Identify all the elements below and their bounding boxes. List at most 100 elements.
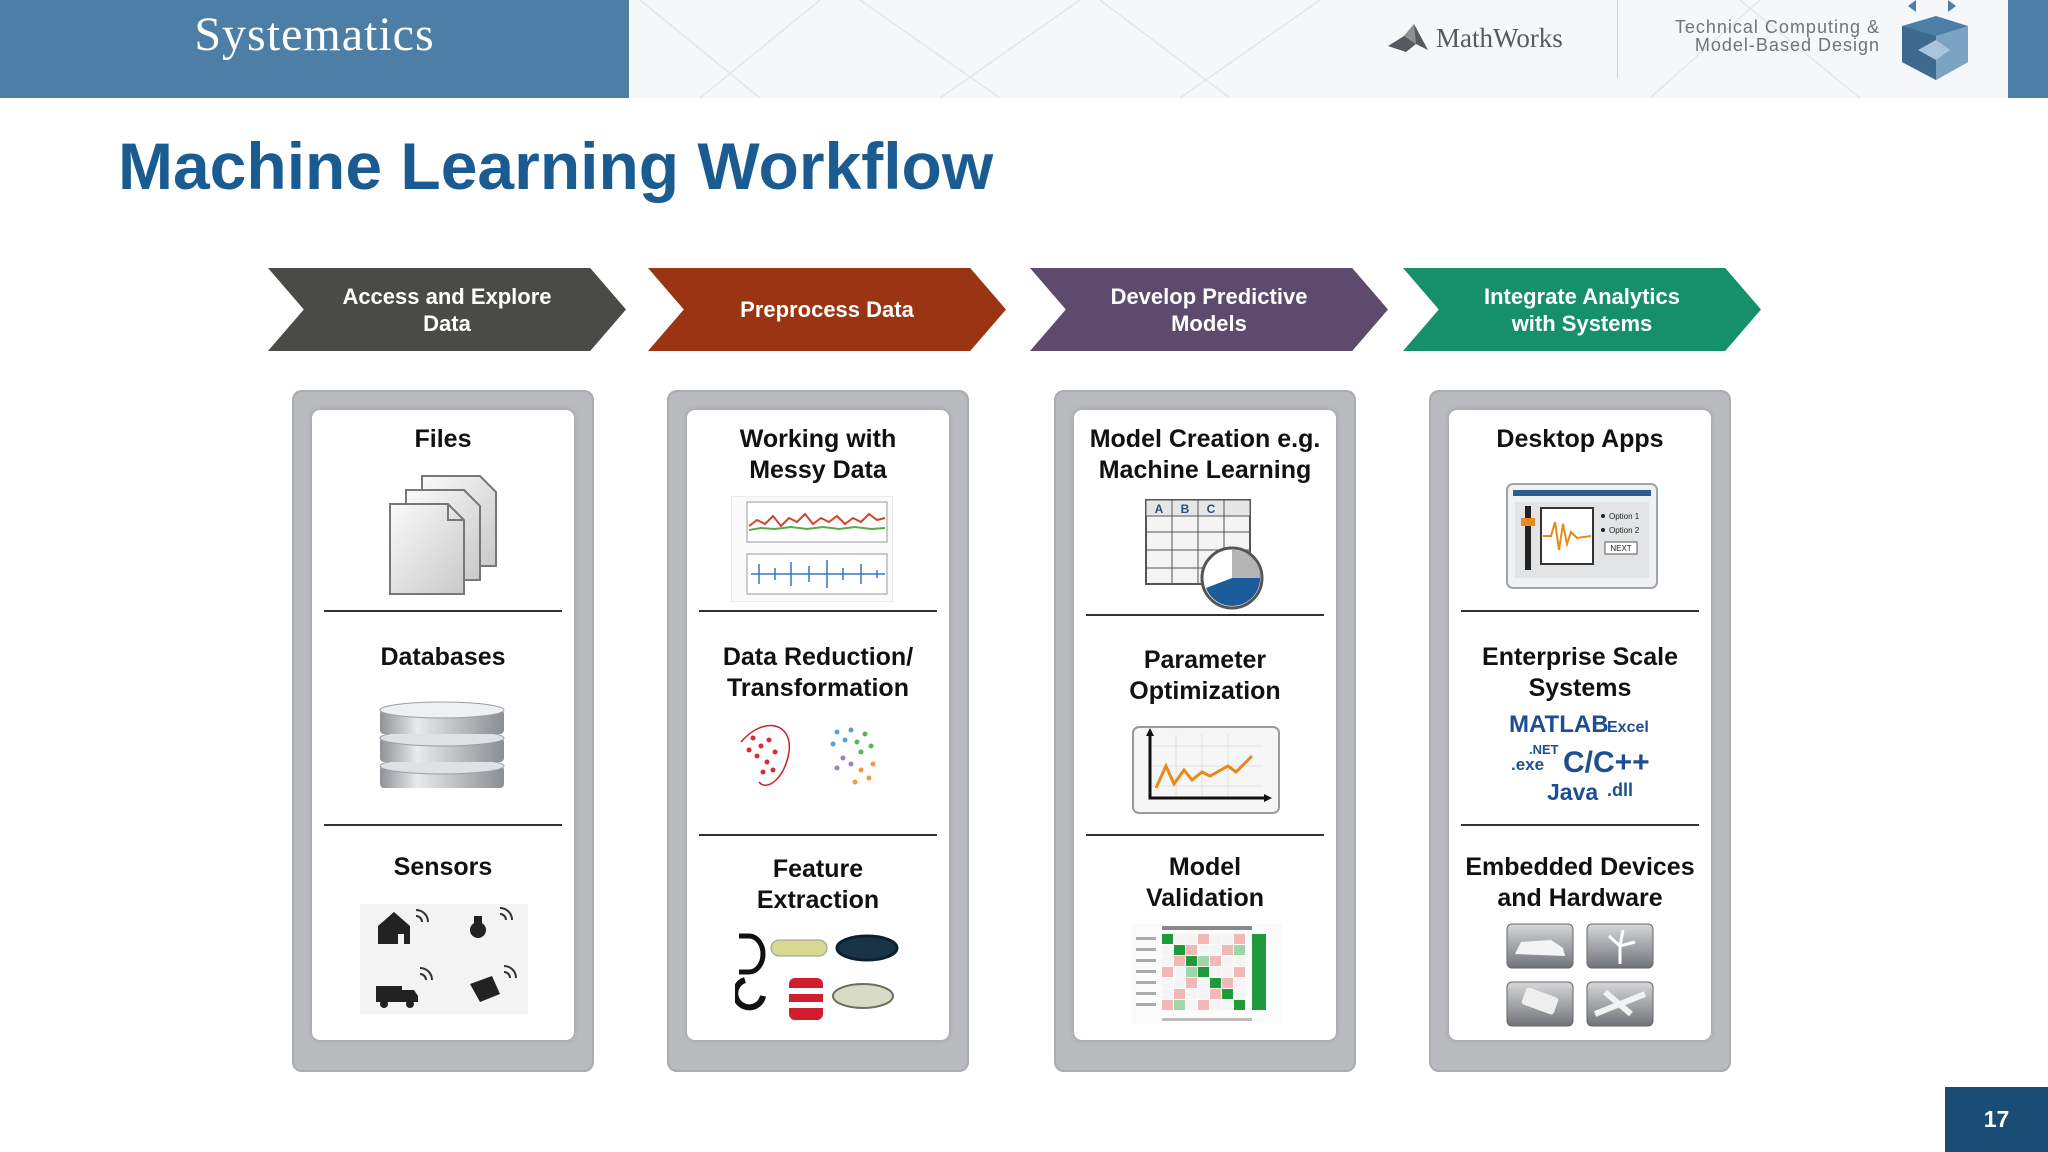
database-icon <box>379 701 505 788</box>
matrix-cell <box>1174 934 1185 944</box>
section-title-feature-extraction: Feature Extraction <box>756 855 880 914</box>
scatter-clusters-icon <box>740 724 876 786</box>
section-title-embedded: Embedded Devices and Hardware <box>1465 853 1695 912</box>
matrix-cell <box>1222 967 1233 977</box>
section-divider <box>1086 614 1324 616</box>
header-right-strip <box>2008 0 2048 98</box>
lang-cpp: C/C++ <box>1563 746 1650 779</box>
matrix-cell <box>1162 934 1173 944</box>
sensors-icon <box>360 904 528 1014</box>
column-access-explore: Files Databases Sensors <box>292 390 594 1072</box>
brand-block: Systematics <box>0 0 629 98</box>
app-option-2: Option 2 <box>1609 526 1640 535</box>
matrix-cell <box>1234 945 1245 955</box>
tagline: Technical Computing & Model-Based Design <box>1640 18 1880 54</box>
column-card: Model Creation e.g. Machine Learning A B… <box>1074 410 1336 1040</box>
matrix-cell <box>1210 1000 1221 1010</box>
matrix-cell <box>1210 934 1221 944</box>
matrix-cell <box>1198 934 1209 944</box>
table-header-a: A <box>1155 502 1164 516</box>
matrix-cell <box>1222 934 1233 944</box>
matrix-cell <box>1162 967 1173 977</box>
matrix-row-label <box>1136 992 1156 995</box>
step-label: Integrate Analytics with Systems <box>1483 283 1681 336</box>
step-access-explore: Access and Explore Data <box>268 268 626 351</box>
matrix-cell <box>1186 934 1197 944</box>
matrix-cell <box>1198 978 1209 988</box>
matrix-cell <box>1198 967 1209 977</box>
table-header-b: B <box>1181 502 1190 516</box>
column-develop-models: Model Creation e.g. Machine Learning A B… <box>1054 390 1356 1072</box>
brand-name: Systematics <box>194 7 435 61</box>
section-title-enterprise: Enterprise Scale Systems <box>1482 643 1678 702</box>
matrix-row-label <box>1136 948 1156 951</box>
header-bar: Systematics MathWorks Technical Computin… <box>0 0 2048 98</box>
lang-dll: .dll <box>1607 780 1633 800</box>
matrix-cell <box>1234 934 1245 944</box>
matrix-cell <box>1234 978 1245 988</box>
matrix-cell <box>1186 967 1197 977</box>
files-icon <box>389 475 497 595</box>
section-title-files: Files <box>414 425 472 453</box>
matrix-cell <box>1162 945 1173 955</box>
matrix-row-label <box>1136 1003 1156 1006</box>
section-divider <box>324 610 562 612</box>
section-title-desktop-apps: Desktop Apps <box>1496 425 1664 453</box>
matrix-cell <box>1198 956 1209 966</box>
app-option-1: Option 1 <box>1609 512 1640 521</box>
confusion-matrix-icon <box>1132 924 1282 1024</box>
matrix-cell <box>1222 978 1233 988</box>
lang-net: .NET <box>1529 742 1559 757</box>
matrix-cell <box>1162 1000 1173 1010</box>
section-divider <box>699 834 937 836</box>
matrix-cell <box>1186 956 1197 966</box>
section-title-data-reduction: Data Reduction/ Transformation <box>722 643 914 702</box>
matrix-cell <box>1234 967 1245 977</box>
matrix-cell <box>1186 945 1197 955</box>
matrix-cell <box>1198 945 1209 955</box>
matrix-cell <box>1222 956 1233 966</box>
decorative-lines <box>639 0 1861 98</box>
lang-matlab: MATLAB <box>1509 711 1609 738</box>
section-title-sensors: Sensors <box>393 853 493 881</box>
app-next-button: NEXT <box>1610 544 1631 553</box>
table-pie-icon: A B C <box>1145 499 1264 610</box>
section-title-parameter-optimization: Parameter Optimization <box>1129 646 1281 705</box>
matrix-cell <box>1222 1000 1233 1010</box>
matrix-cell <box>1210 956 1221 966</box>
tagline-line-1: Technical Computing & <box>1674 17 1880 37</box>
step-label: Develop Predictive Models <box>1110 283 1308 336</box>
column-integrate-analytics: Desktop Apps Option 1 Option 2 NEXT Ente… <box>1429 390 1731 1072</box>
matrix-cell <box>1162 978 1173 988</box>
feature-objects-icon <box>735 933 899 1020</box>
section-divider <box>699 610 937 612</box>
lang-java: Java <box>1547 779 1598 805</box>
matrix-cell <box>1174 956 1185 966</box>
membrane-icon <box>1388 24 1428 52</box>
tagline-line-2: Model-Based Design <box>1694 35 1880 55</box>
mathworks-logo: MathWorks <box>1386 22 1563 54</box>
section-divider <box>1461 824 1699 826</box>
step-label: Preprocess Data <box>740 297 914 322</box>
matrix-row-label <box>1136 970 1156 973</box>
matrix-cell <box>1210 967 1221 977</box>
matrix-cell <box>1174 1000 1185 1010</box>
table-header-c: C <box>1207 502 1216 516</box>
matrix-cell <box>1198 1000 1209 1010</box>
matrix-cell <box>1186 989 1197 999</box>
step-preprocess: Preprocess Data <box>648 268 1006 351</box>
messy-data-plot-icon <box>731 496 893 602</box>
matrix-cell <box>1222 989 1233 999</box>
languages-icon: MATLAB Excel .NET .exe C/C++ Java .dll <box>1509 711 1650 805</box>
matrix-cell <box>1234 956 1245 966</box>
section-title-messy-data: Working with Messy Data <box>739 425 897 484</box>
matrix-cell <box>1162 956 1173 966</box>
step-label: Access and Explore Data <box>342 283 552 336</box>
matrix-cell <box>1210 989 1221 999</box>
matrix-summary-column <box>1252 934 1266 1010</box>
matrix-cell <box>1162 989 1173 999</box>
devices-icon <box>1506 923 1654 1027</box>
lang-excel: Excel <box>1607 719 1649 736</box>
matrix-cell <box>1222 945 1233 955</box>
matrix-cell <box>1174 978 1185 988</box>
